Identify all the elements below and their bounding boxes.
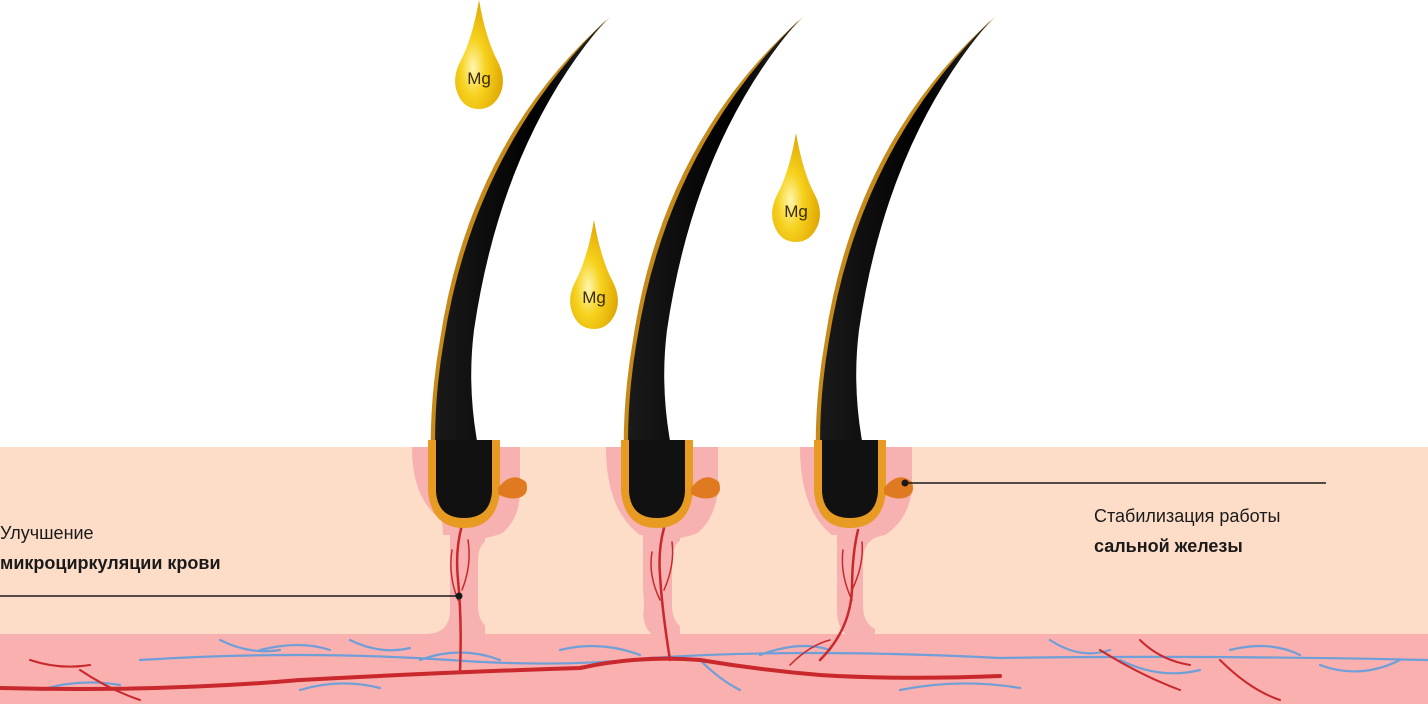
callout-left-line2: микроциркуляции крови — [0, 553, 221, 573]
mg-drop-label: Mg — [467, 69, 491, 88]
hair-bulb-2 — [621, 440, 720, 528]
skin-deep-layer — [0, 634, 1428, 704]
callout-right-line1: Стабилизация работы — [1094, 506, 1281, 526]
skin-blocks — [0, 447, 1428, 632]
callout-label-microcirculation: Улучшение микроциркуляции крови — [0, 518, 221, 578]
callout-left-line1: Улучшение — [0, 523, 94, 543]
mg-drop-label: Mg — [582, 288, 606, 307]
blood-vessels — [0, 523, 1428, 701]
mg-drop-2: Mg — [570, 220, 618, 329]
hair-bulb-1 — [428, 440, 527, 528]
hair-bulb-3 — [814, 440, 913, 528]
hair-3 — [815, 17, 995, 500]
callout-right-line2: сальной железы — [1094, 536, 1243, 556]
hair-2 — [623, 17, 803, 500]
mg-drop-label: Mg — [784, 202, 808, 221]
mg-drop-1: Mg — [455, 0, 503, 109]
callout-line-left — [0, 592, 463, 600]
callout-line-right — [901, 479, 1326, 487]
mg-drop-3: Mg — [772, 133, 820, 242]
callout-label-sebaceous-gland: Стабилизация работы сальной железы — [1094, 501, 1280, 561]
